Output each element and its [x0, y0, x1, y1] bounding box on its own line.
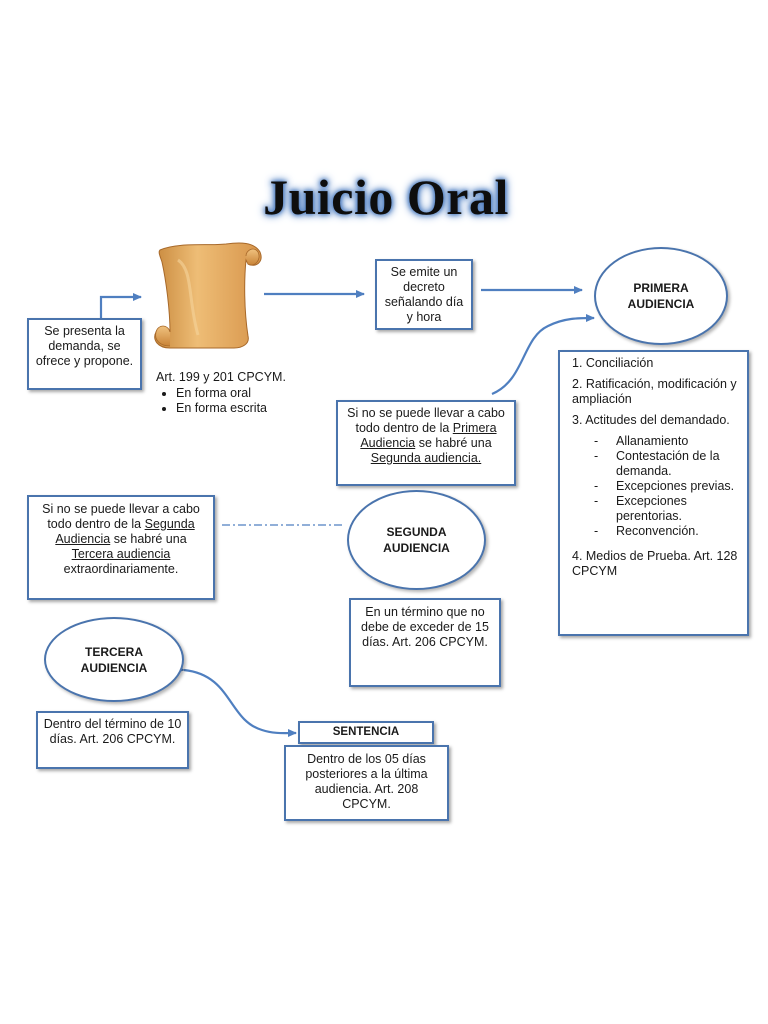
detalle-item-conciliacion: 1. Conciliación — [572, 356, 739, 371]
primera-audiencia-node: PRIMERA AUDIENCIA — [594, 247, 728, 345]
segunda-termino-text: En un término que no debe de exceder de … — [361, 605, 489, 649]
sentencia-text: Dentro de los 05 días posteriores a la ú… — [305, 752, 427, 811]
segunda-note-box: Si no se puede llevar a cabo todo dentro… — [336, 400, 516, 486]
sublist-item: Reconvención. — [616, 524, 739, 539]
segunda-note-link2: Segunda audiencia. — [371, 451, 482, 465]
articulo-block: Art. 199 y 201 CPCYM. En forma oral En f… — [156, 370, 356, 416]
arrow-tercera-sentencia — [184, 670, 296, 733]
sublist-item: Excepciones perentorias. — [616, 494, 739, 524]
tercera-termino-text: Dentro del término de 10 días. Art. 206 … — [44, 717, 182, 746]
sublist-item: Excepciones previas. — [616, 479, 739, 494]
actitudes-sublist: Allanamiento Contestación de la demanda.… — [572, 434, 739, 539]
page-title: Juicio Oral — [226, 168, 546, 226]
sentencia-label-box: SENTENCIA — [298, 721, 434, 744]
scroll-icon — [148, 240, 266, 352]
tercera-note-part3: extraordinariamente. — [64, 562, 179, 576]
detalle-item-medios: 4. Medios de Prueba. Art. 128 CPCYM — [572, 549, 739, 579]
detalle-item-ratificacion: 2. Ratificación, modificación y ampliaci… — [572, 377, 739, 407]
tercera-audiencia-node: TERCERA AUDIENCIA — [44, 617, 184, 702]
sublist-item: Allanamiento — [616, 434, 739, 449]
articulo-item-oral: En forma oral — [176, 386, 356, 401]
demanda-text: Se presenta la demanda, se ofrece y prop… — [36, 324, 133, 368]
decreto-box: Se emite un decreto señalando día y hora — [375, 259, 473, 330]
tercera-note-link2: Tercera audiencia — [72, 547, 171, 561]
primera-detalle-box: 1. Conciliación 2. Ratificación, modific… — [558, 350, 749, 636]
arrow-demanda-to-scroll — [101, 297, 141, 318]
articulo-heading: Art. 199 y 201 CPCYM. — [156, 370, 356, 385]
sublist-item: Contestación de la demanda. — [616, 449, 739, 479]
segunda-note-part2: se habré una — [415, 436, 491, 450]
sentencia-label: SENTENCIA — [333, 726, 399, 738]
detalle-item-actitudes: 3. Actitudes del demandado. — [572, 413, 739, 428]
tercera-note-box: Si no se puede llevar a cabo todo dentro… — [27, 495, 215, 600]
tercera-termino-box: Dentro del término de 10 días. Art. 206 … — [36, 711, 189, 769]
tercera-audiencia-label: TERCERA AUDIENCIA — [66, 644, 162, 676]
segunda-audiencia-label: SEGUNDA AUDIENCIA — [369, 524, 464, 556]
decreto-text: Se emite un decreto señalando día y hora — [385, 265, 464, 324]
sentencia-detalle-box: Dentro de los 05 días posteriores a la ú… — [284, 745, 449, 821]
primera-audiencia-label: PRIMERA AUDIENCIA — [614, 280, 708, 312]
articulo-item-escrita: En forma escrita — [176, 401, 356, 416]
demanda-box: Se presenta la demanda, se ofrece y prop… — [27, 318, 142, 390]
tercera-note-part2: se habré una — [110, 532, 186, 546]
segunda-audiencia-node: SEGUNDA AUDIENCIA — [347, 490, 486, 590]
segunda-termino-box: En un término que no debe de exceder de … — [349, 598, 501, 687]
